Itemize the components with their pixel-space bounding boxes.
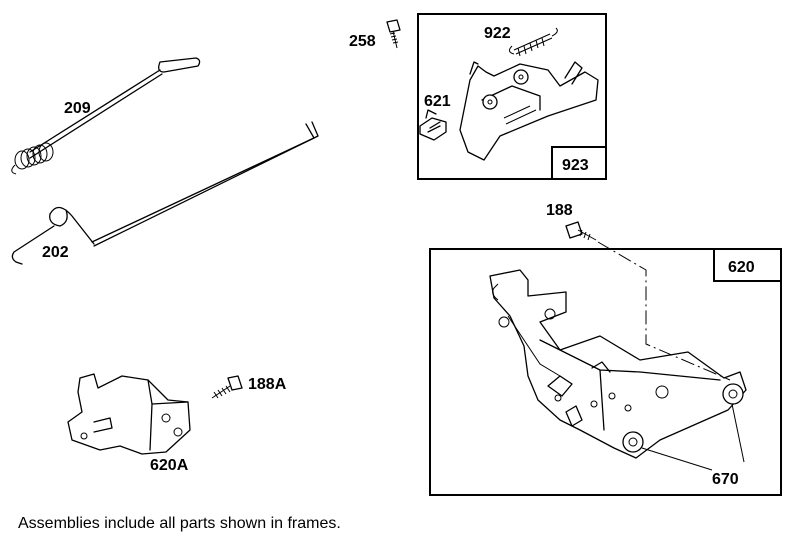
part-621-bracket	[419, 109, 447, 141]
part-620-bracket	[489, 269, 747, 459]
part-620a-plate	[67, 373, 191, 455]
assembly-note: Assemblies include all parts shown in fr…	[18, 515, 341, 532]
part-922-spring	[508, 27, 558, 57]
leaders-670	[641, 403, 745, 471]
part-188-screw	[565, 221, 597, 241]
frame-923-tag	[551, 146, 607, 180]
label-620: 620	[728, 259, 755, 276]
label-188a: 188A	[248, 376, 287, 393]
part-209-link	[11, 57, 201, 175]
spring-coil	[11, 142, 54, 175]
frame-923	[417, 13, 607, 180]
part-923-bracket	[459, 61, 599, 161]
part-258-screw	[386, 19, 401, 49]
label-258: 258	[349, 33, 376, 50]
part-202-link	[11, 121, 319, 265]
leader-dashdot	[597, 241, 731, 381]
label-621: 621	[424, 93, 451, 110]
label-209: 209	[64, 100, 91, 117]
part-188a-screw	[211, 375, 243, 399]
frame-620	[429, 248, 782, 496]
label-923: 923	[562, 157, 589, 174]
label-670: 670	[712, 471, 739, 488]
label-202: 202	[42, 244, 69, 261]
label-188: 188	[546, 202, 573, 219]
label-620a: 620A	[150, 457, 189, 474]
frame-620-tag	[713, 248, 782, 282]
label-922: 922	[484, 25, 511, 42]
